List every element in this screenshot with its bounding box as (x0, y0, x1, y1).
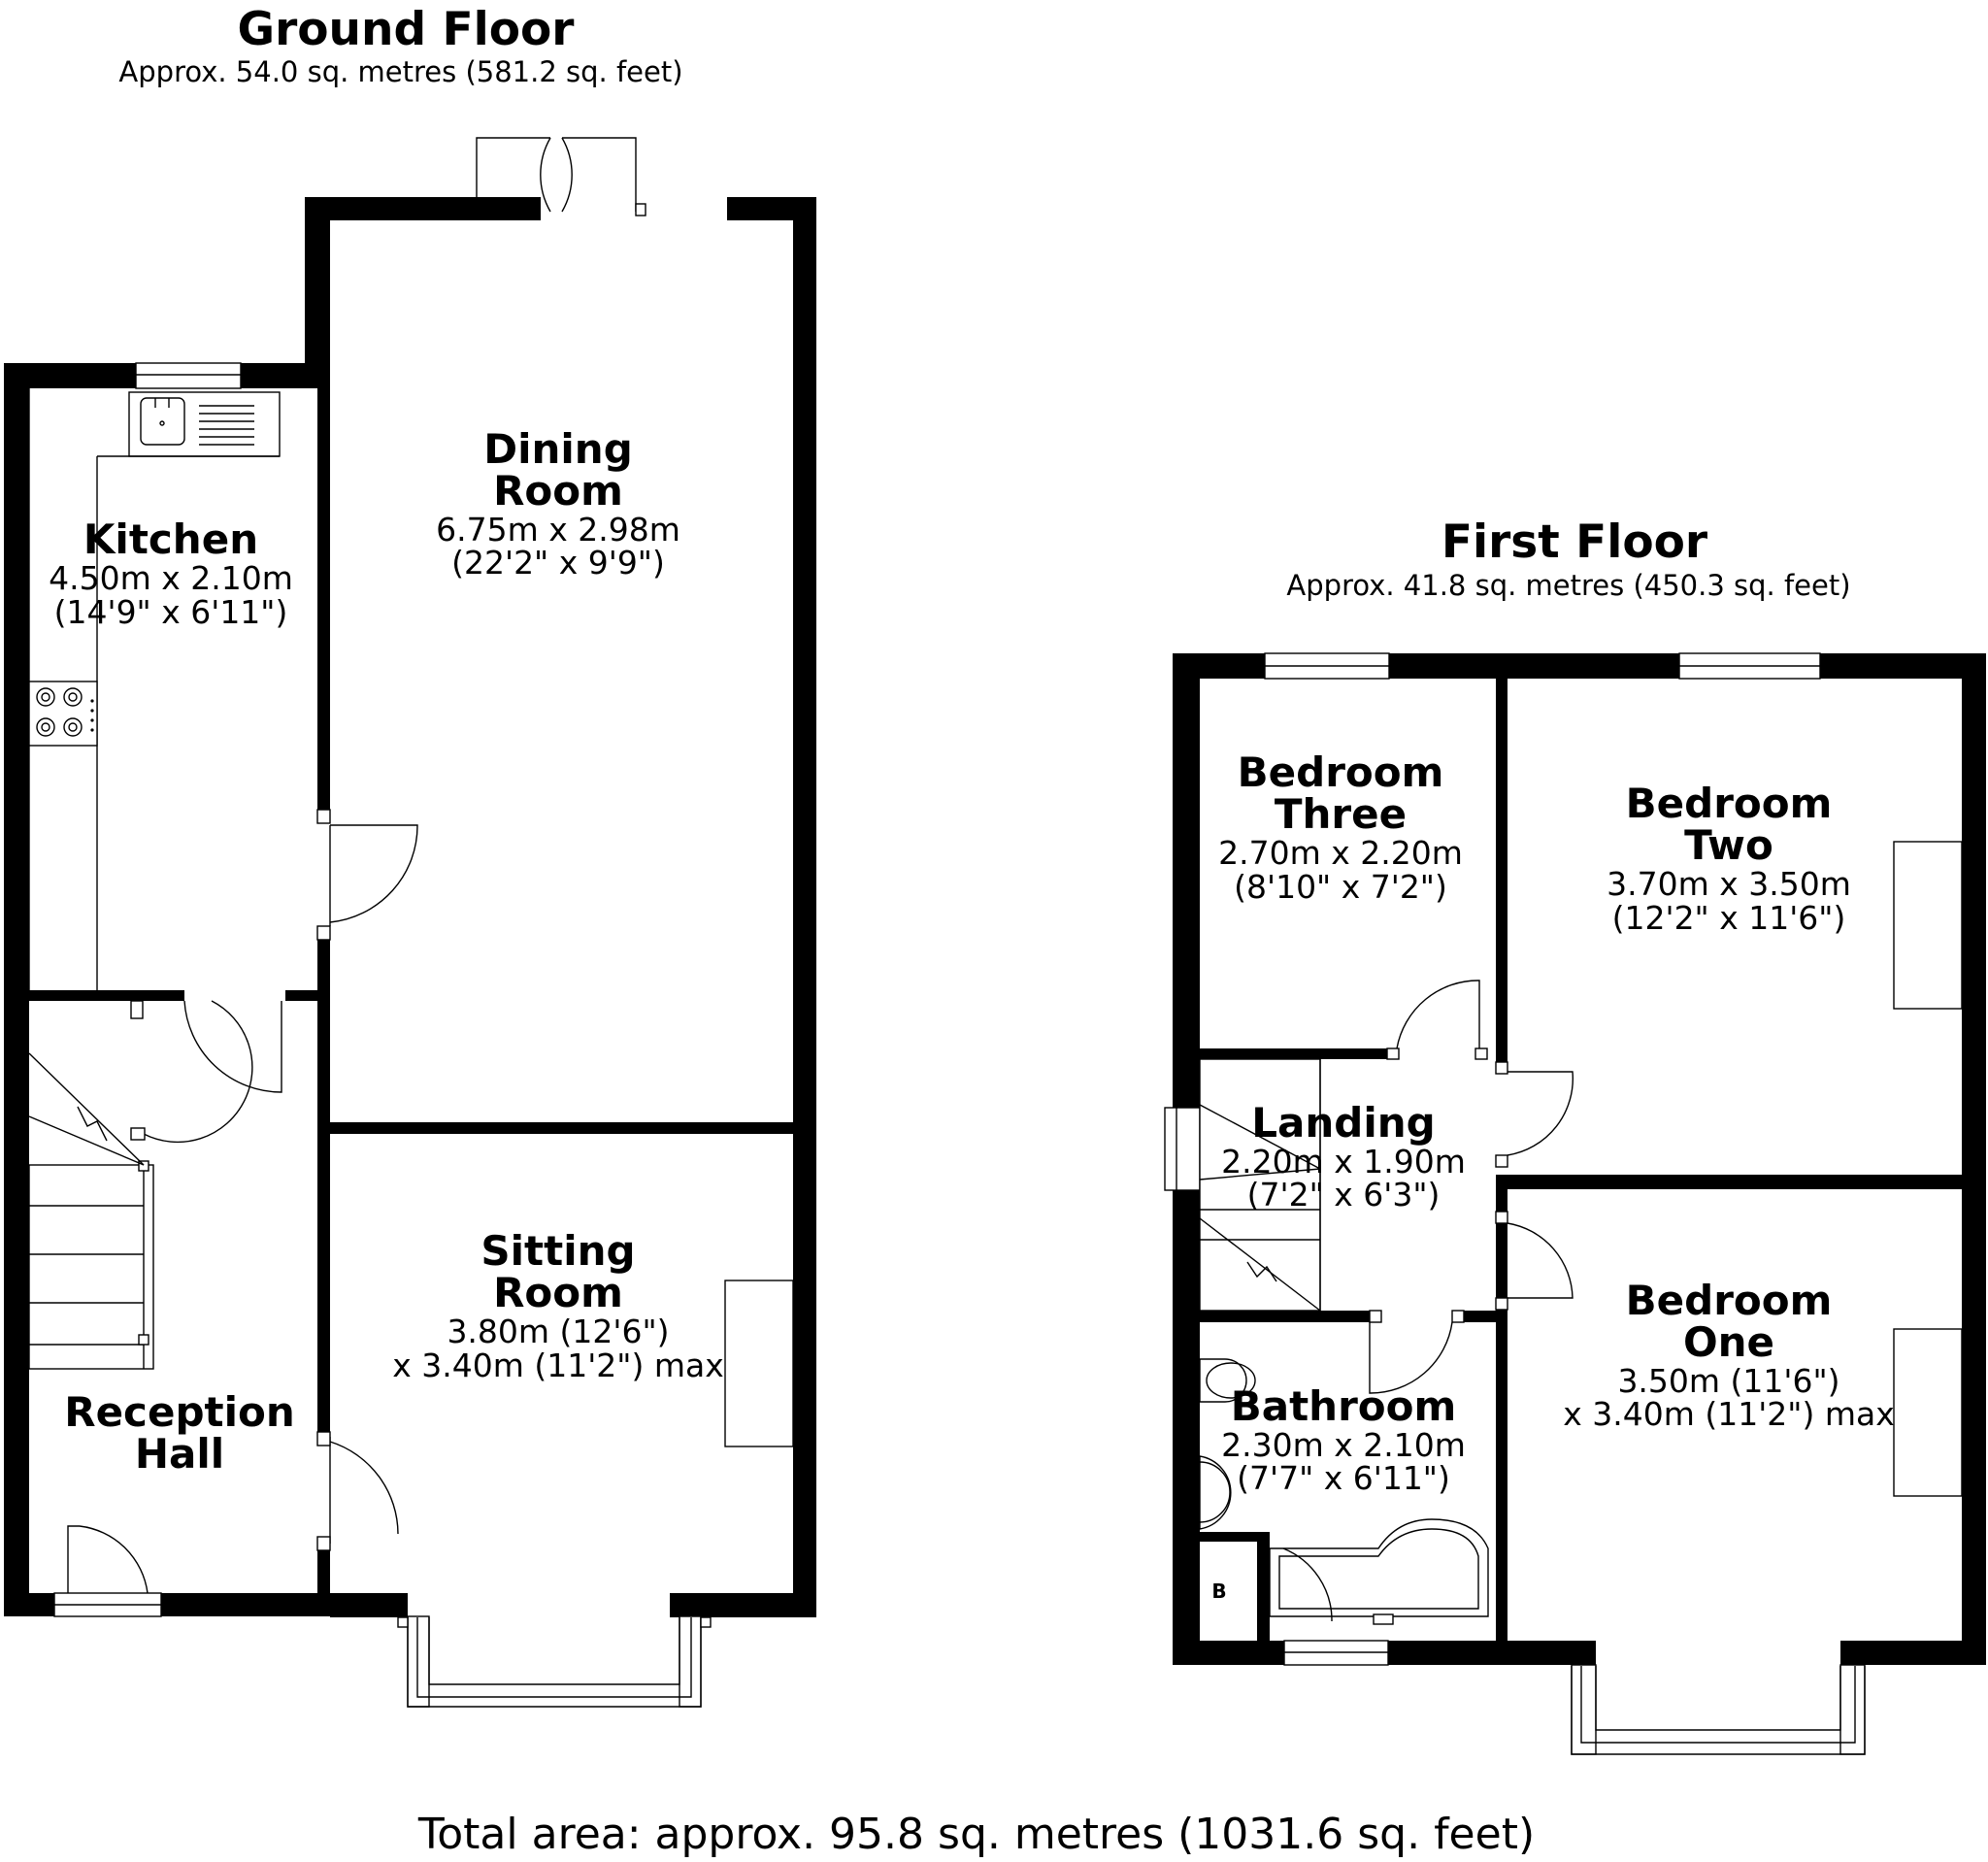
sitting-room-dims-1: 3.80m (12'6") (447, 1313, 669, 1350)
bedroom-one-dims-1: 3.50m (11'6") (1617, 1362, 1839, 1400)
dining-room-name-1: Dining (483, 425, 633, 473)
total-area: Total area: approx. 95.8 sq. metres (103… (417, 1810, 1535, 1859)
bedroom-one-fireplace (1893, 1328, 1963, 1497)
ground-floor: Ground Floor Approx. 54.0 sq. metres (58… (4, 3, 816, 1708)
first-floor-windows (1164, 652, 1821, 1666)
bathtub (1269, 1518, 1489, 1617)
bathroom-name: Bathroom (1231, 1382, 1457, 1430)
bedroom-two-name-2: Two (1684, 821, 1773, 869)
first-floor-title: First Floor (1441, 515, 1708, 569)
kitchen-name: Kitchen (83, 515, 258, 563)
sitting-bay-window (397, 1615, 712, 1708)
bedroom-one-dims-2: x 3.40m (11'2") max (1563, 1395, 1895, 1433)
bedroom-two-dims-metric: 3.70m x 3.50m (1607, 865, 1851, 903)
bedroom-one-name-2: One (1683, 1318, 1774, 1366)
kitchen-hob (28, 681, 98, 747)
bedroom-two-fireplace (1893, 841, 1963, 1010)
kitchen-dims-metric: 4.50m x 2.10m (49, 559, 293, 597)
door-hall-sitting (316, 1431, 399, 1551)
first-floor-area: Approx. 41.8 sq. metres (450.3 sq. feet) (1286, 569, 1850, 602)
landing-dims-imperial: (7'2" x 6'3") (1247, 1176, 1441, 1214)
ground-floor-area: Approx. 54.0 sq. metres (581.2 sq. feet) (118, 55, 682, 88)
bedroom-three-dims-imperial: (8'10" x 7'2") (1234, 868, 1447, 906)
first-floor-doors (1369, 980, 1574, 1394)
bedroom-three: Bedroom Three 2.70m x 2.20m (8'10" x 7'2… (1218, 748, 1463, 906)
bathroom-dims-imperial: (7'7" x 6'11") (1237, 1459, 1450, 1497)
sitting-room-dims-2: x 3.40m (11'2") max (392, 1347, 724, 1384)
ground-stairs (28, 1000, 253, 1370)
reception-hall-name-2: Hall (135, 1430, 224, 1478)
kitchen-window (135, 362, 242, 389)
front-door (53, 1525, 162, 1617)
sitting-room-name-2: Room (493, 1269, 623, 1316)
bedroom-two: Bedroom Two 3.70m x 3.50m (12'2" x 11'6"… (1607, 780, 1851, 937)
dining-room-dims-imperial: (22'2" x 9'9") (451, 544, 665, 582)
sitting-room: Sitting Room 3.80m (12'6") x 3.40m (11'2… (392, 1227, 724, 1384)
bedroom-two-name-1: Bedroom (1626, 780, 1833, 827)
kitchen-dims-imperial: (14'9" x 6'11") (54, 593, 288, 631)
sitting-room-name-1: Sitting (480, 1227, 635, 1275)
dining-room-dims-metric: 6.75m x 2.98m (436, 511, 680, 549)
kitchen-sink (128, 391, 281, 457)
bathroom-fixtures: B (1199, 1358, 1489, 1625)
dining-room: Dining Room 6.75m x 2.98m (22'2" x 9'9") (436, 425, 680, 582)
door-hall-kitchen (130, 1000, 282, 1093)
landing-dims-metric: 2.20m x 1.90m (1221, 1143, 1466, 1180)
ground-floor-title: Ground Floor (238, 3, 576, 56)
first-floor-stairs (1199, 1058, 1321, 1312)
bedroom-three-dims-metric: 2.70m x 2.20m (1218, 834, 1463, 872)
boiler-label: B (1211, 1579, 1226, 1603)
bedroom-one-name-1: Bedroom (1626, 1277, 1833, 1324)
reception-hall: Reception Hall (64, 1388, 295, 1478)
landing: Landing 2.20m x 1.90m (7'2" x 6'3") (1221, 1099, 1466, 1214)
sitting-room-fireplace (724, 1280, 794, 1447)
bedroom-three-name-2: Three (1275, 790, 1407, 838)
kitchen: Kitchen 4.50m x 2.10m (14'9" x 6'11") (49, 515, 293, 631)
bedroom-one: Bedroom One 3.50m (11'6") x 3.40m (11'2"… (1563, 1277, 1895, 1433)
door-kitchen-dining (316, 809, 418, 941)
bedroom-two-dims-imperial: (12'2" x 11'6") (1612, 899, 1846, 937)
bathroom-dims-metric: 2.30m x 2.10m (1221, 1426, 1466, 1464)
bedroom-one-bay-window (1571, 1664, 1866, 1755)
bathroom: Bathroom 2.30m x 2.10m (7'7" x 6'11") (1221, 1382, 1466, 1497)
dining-room-name-2: Room (493, 467, 623, 515)
bedroom-three-name-1: Bedroom (1238, 748, 1444, 796)
reception-hall-name-1: Reception (64, 1388, 295, 1436)
landing-name: Landing (1251, 1099, 1435, 1147)
first-floor: First Floor Approx. 41.8 sq. metres (450… (1164, 515, 1986, 1755)
ground-floor-walls (4, 197, 816, 1617)
